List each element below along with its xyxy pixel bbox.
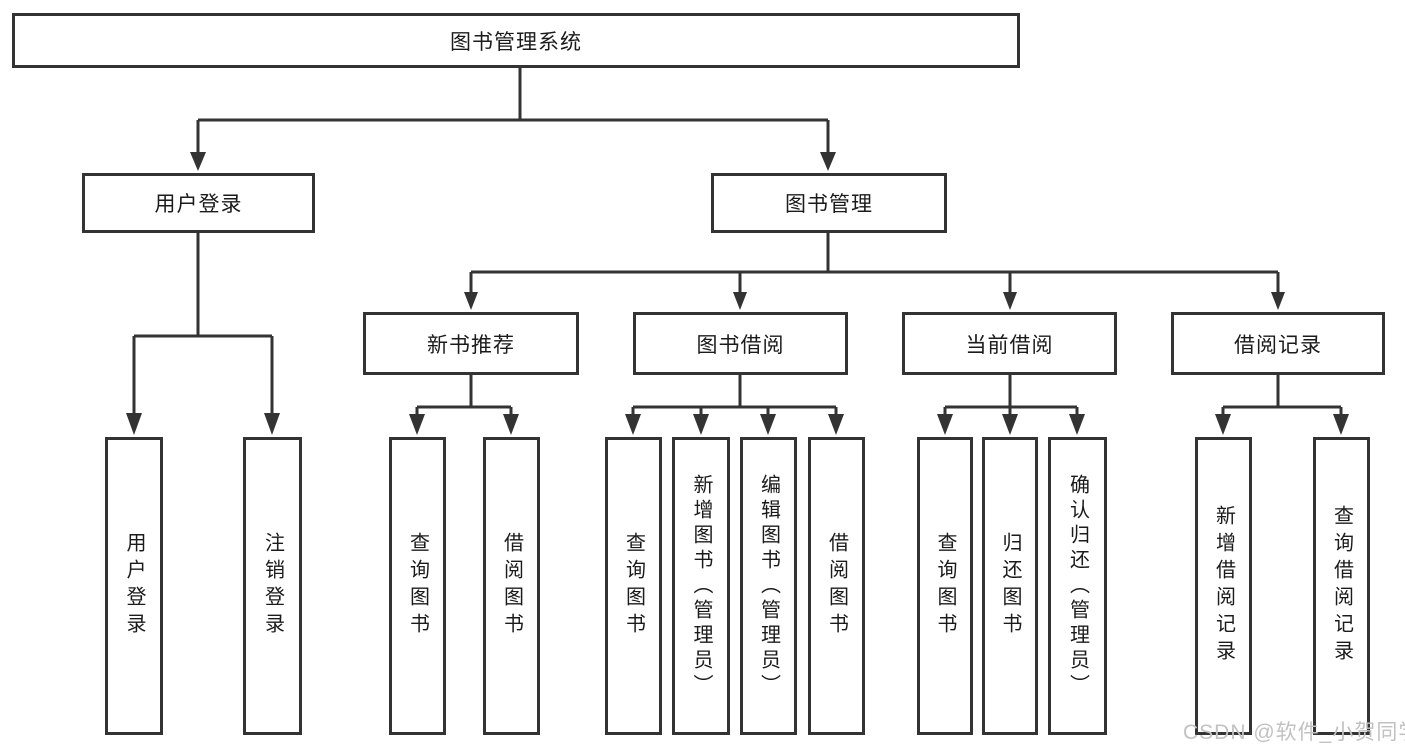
connector-borrow-record-to-children bbox=[1215, 375, 1349, 435]
connector-book-mgmt-to-level3 bbox=[464, 233, 1285, 310]
node-nbr-query-books: 查询图书 bbox=[389, 437, 446, 735]
node-cb-return-books: 归还图书 bbox=[982, 437, 1038, 735]
node-new-book-rec: 新书推荐 bbox=[363, 312, 579, 375]
node-cb-query-books: 查询图书 bbox=[917, 437, 973, 735]
node-cb-confirm-return-admin: 确认归还（管理员） bbox=[1048, 437, 1107, 735]
node-logout: 注销登录 bbox=[243, 437, 302, 735]
node-br-query-record: 查询借阅记录 bbox=[1313, 437, 1370, 735]
node-br-add-record: 新增借阅记录 bbox=[1195, 437, 1252, 735]
connector-new-book-rec-to-children bbox=[409, 375, 519, 435]
node-bb-edit-books-admin: 编辑图书（管理员） bbox=[740, 437, 797, 735]
node-login: 用户登录 bbox=[105, 437, 163, 735]
node-nbr-borrow-books: 借阅图书 bbox=[483, 437, 540, 735]
node-bb-add-books-admin: 新增图书（管理员） bbox=[672, 437, 730, 735]
connector-current-borrow-to-children bbox=[937, 375, 1085, 435]
connector-book-borrow-to-children bbox=[625, 375, 844, 435]
node-user-login: 用户登录 bbox=[82, 173, 315, 233]
node-borrow-record: 借阅记录 bbox=[1171, 312, 1385, 375]
node-current-borrow: 当前借阅 bbox=[902, 312, 1117, 375]
connector-root-to-level2 bbox=[190, 68, 836, 171]
csdn-watermark: CSDN @软件_小贺同学 bbox=[1183, 721, 1405, 744]
node-book-borrow: 图书借阅 bbox=[633, 312, 848, 375]
node-book-mgmt: 图书管理 bbox=[711, 173, 947, 233]
node-bb-query-books: 查询图书 bbox=[605, 437, 662, 735]
node-bb-borrow-books: 借阅图书 bbox=[808, 437, 865, 735]
connector-user-login-to-children bbox=[126, 233, 280, 435]
node-root: 图书管理系统 bbox=[12, 13, 1020, 68]
